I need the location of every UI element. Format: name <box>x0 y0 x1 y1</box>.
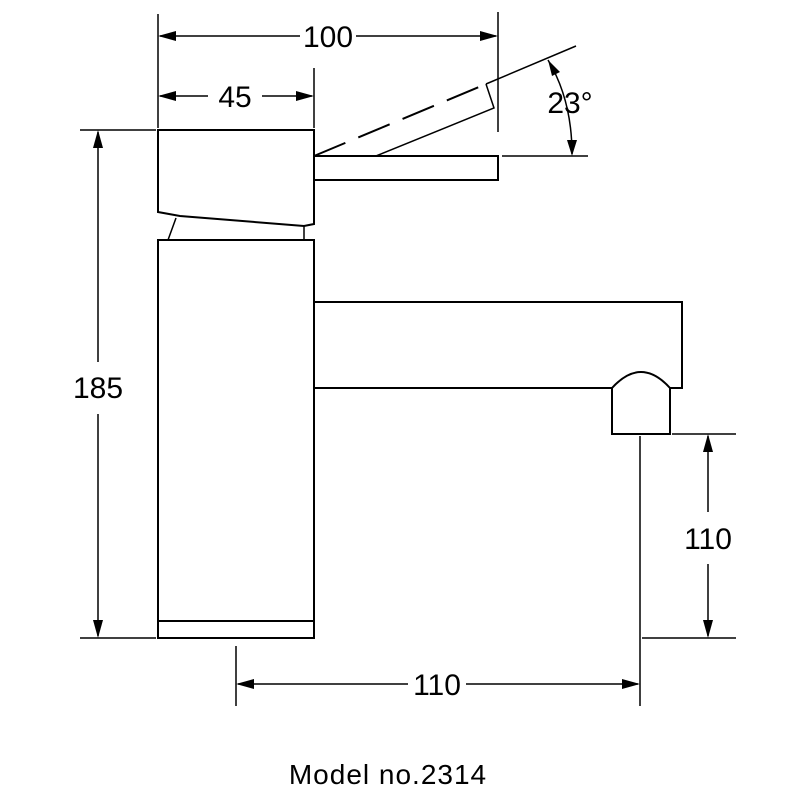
faucet-body <box>157 83 683 639</box>
faucet-lever <box>314 155 499 181</box>
dimension-handle-width: 45 <box>158 68 315 128</box>
dimension-label-lever-angle: 23° <box>547 87 592 120</box>
lever-raised-outline <box>375 83 495 157</box>
lever-raised-top-edge <box>313 83 487 157</box>
faucet-spout-top <box>314 301 683 389</box>
dimension-overall-width: 100 <box>157 12 499 132</box>
faucet-handle-cap <box>157 129 315 228</box>
dimension-label-overall-height: 185 <box>73 372 123 405</box>
faucet-aerator <box>611 371 671 435</box>
dimension-label-spout-reach: 110 <box>413 669 461 702</box>
dimension-label-overall-width: 100 <box>303 21 353 54</box>
dimension-lever-angle: 23° <box>485 45 593 157</box>
faucet-main-body <box>157 239 315 639</box>
dimension-label-handle-width: 45 <box>218 81 251 114</box>
model-number-caption: Model no.2314 <box>289 759 487 790</box>
dimension-label-spout-height: 110 <box>684 523 732 556</box>
dimension-spout-height: 110 <box>642 433 736 639</box>
dimension-spout-reach: 110 <box>235 436 641 706</box>
dimension-overall-height: 185 <box>73 129 156 639</box>
faucet-cap-connector <box>167 217 305 241</box>
